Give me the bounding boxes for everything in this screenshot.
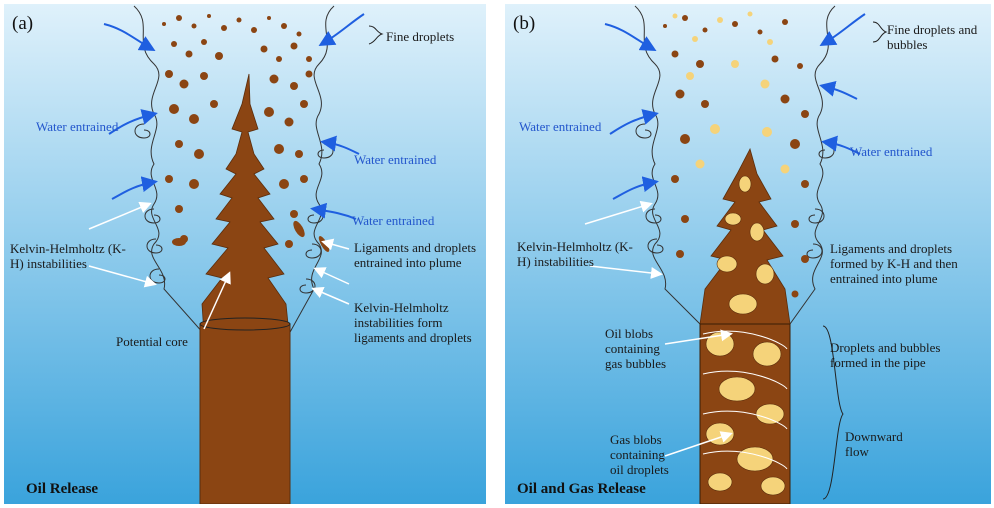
fine-droplets-label: Fine droplets <box>386 29 454 44</box>
panel-b-tag: (b) <box>513 14 535 34</box>
panel-oil-gas-release: (b) Fine droplets and bubbles Water entr… <box>505 4 991 504</box>
release-pipe <box>200 324 290 504</box>
water-entrained-label-3: Water entrained <box>352 213 434 228</box>
ligaments-label: Ligaments and droplets formed by K-H and… <box>830 241 980 286</box>
kh-form-label: Kelvin-Helmholtz instabilities form liga… <box>354 300 474 345</box>
kh-instabilities-label: Kelvin-Helmholtz (K-H) instabilities <box>517 239 642 269</box>
potential-core-label: Potential core <box>116 334 188 349</box>
water-entrained-label-1: Water entrained <box>36 119 118 134</box>
fine-droplets-bubbles-label: Fine droplets and bubbles <box>887 22 987 52</box>
ligaments-label: Ligaments and droplets entrained into pl… <box>354 240 479 270</box>
panel-b-title: Oil and Gas Release <box>517 482 646 497</box>
gas-blobs-label: Gas blobs containing oil droplets <box>610 432 680 477</box>
oil-blobs-label: Oil blobs containing gas bubbles <box>605 326 680 371</box>
water-entrained-label-2: Water entrained <box>850 144 932 159</box>
water-entrained-label-2: Water entrained <box>354 152 436 167</box>
kh-instabilities-label: Kelvin-Helmholtz (K-H) instabilities <box>10 241 135 271</box>
pipe-formed-label: Droplets and bubbles formed in the pipe <box>830 340 980 370</box>
panel-oil-release: (a) Fine droplets Water entrained Water … <box>4 4 486 504</box>
downward-flow-label: Downward flow <box>845 429 905 459</box>
panel-a-tag: (a) <box>12 14 33 34</box>
water-entrained-label-1: Water entrained <box>519 119 601 134</box>
panel-a-title: Oil Release <box>26 482 98 497</box>
